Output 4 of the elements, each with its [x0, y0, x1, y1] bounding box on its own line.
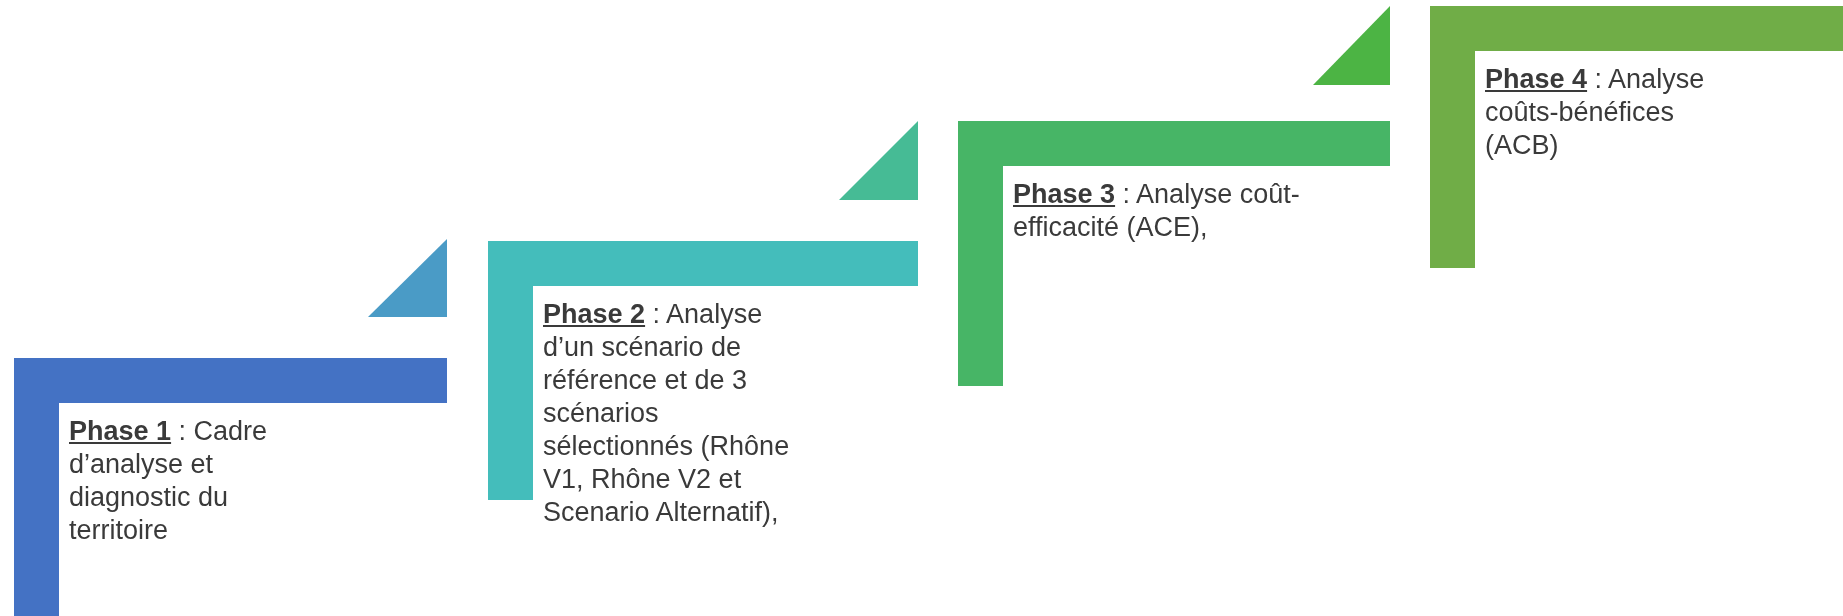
- phase-description: Phase 1 : Cadre d’analyse et diagnostic du territoire: [69, 415, 269, 547]
- phase-description: Phase 2 : Analyse d’un scénario de référence et de 3 scénarios sélectionnés (Rhône V1, Rhône V2 et Scenario Alternatif),: [543, 298, 791, 529]
- phase-description: Phase 3 : Analyse coût-efficacité (ACE),: [1013, 178, 1301, 244]
- phase-description: Phase 4 : Analyse coûts-bénéfices (ACB): [1485, 63, 1706, 162]
